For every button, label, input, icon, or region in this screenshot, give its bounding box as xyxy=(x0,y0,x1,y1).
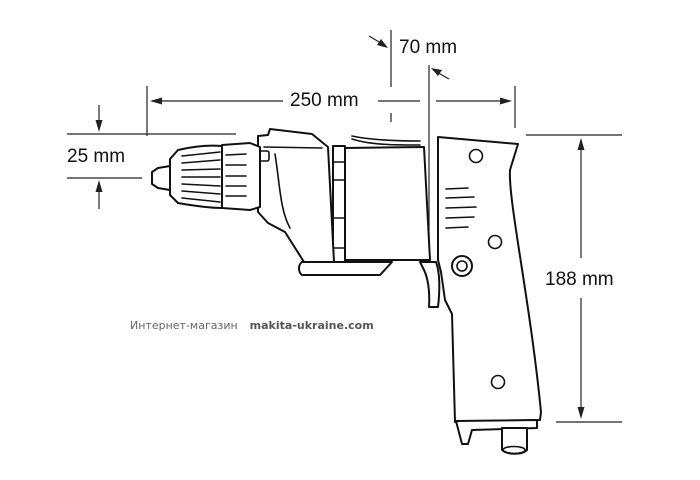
dimension-height xyxy=(526,134,622,423)
dimension-label-side-offset: 70 mm xyxy=(399,37,458,58)
chuck-tip xyxy=(151,165,171,191)
dimension-label-height: 188 mm xyxy=(545,269,614,290)
power-cord xyxy=(501,427,528,455)
dimension-label-length: 250 mm xyxy=(290,90,359,111)
dimension-side-offset xyxy=(368,30,450,240)
gearbox-housing xyxy=(257,128,335,263)
watermark-prefix: Интернет-магазин xyxy=(130,319,238,332)
dimension-chuck-diameter xyxy=(67,105,236,209)
drill-illustration xyxy=(151,128,542,455)
watermark-site: makita-ukraine.com xyxy=(249,319,374,332)
lower-bar xyxy=(298,261,393,276)
motor-housing xyxy=(344,146,431,261)
trigger xyxy=(419,261,441,308)
dimension-label-chuck-diameter: 25 mm xyxy=(67,146,126,167)
drill-handle xyxy=(437,136,542,423)
watermark: Интернет-магазин makita-ukraine.com xyxy=(130,319,374,332)
dimension-length xyxy=(146,86,516,136)
lock-button xyxy=(451,255,473,277)
